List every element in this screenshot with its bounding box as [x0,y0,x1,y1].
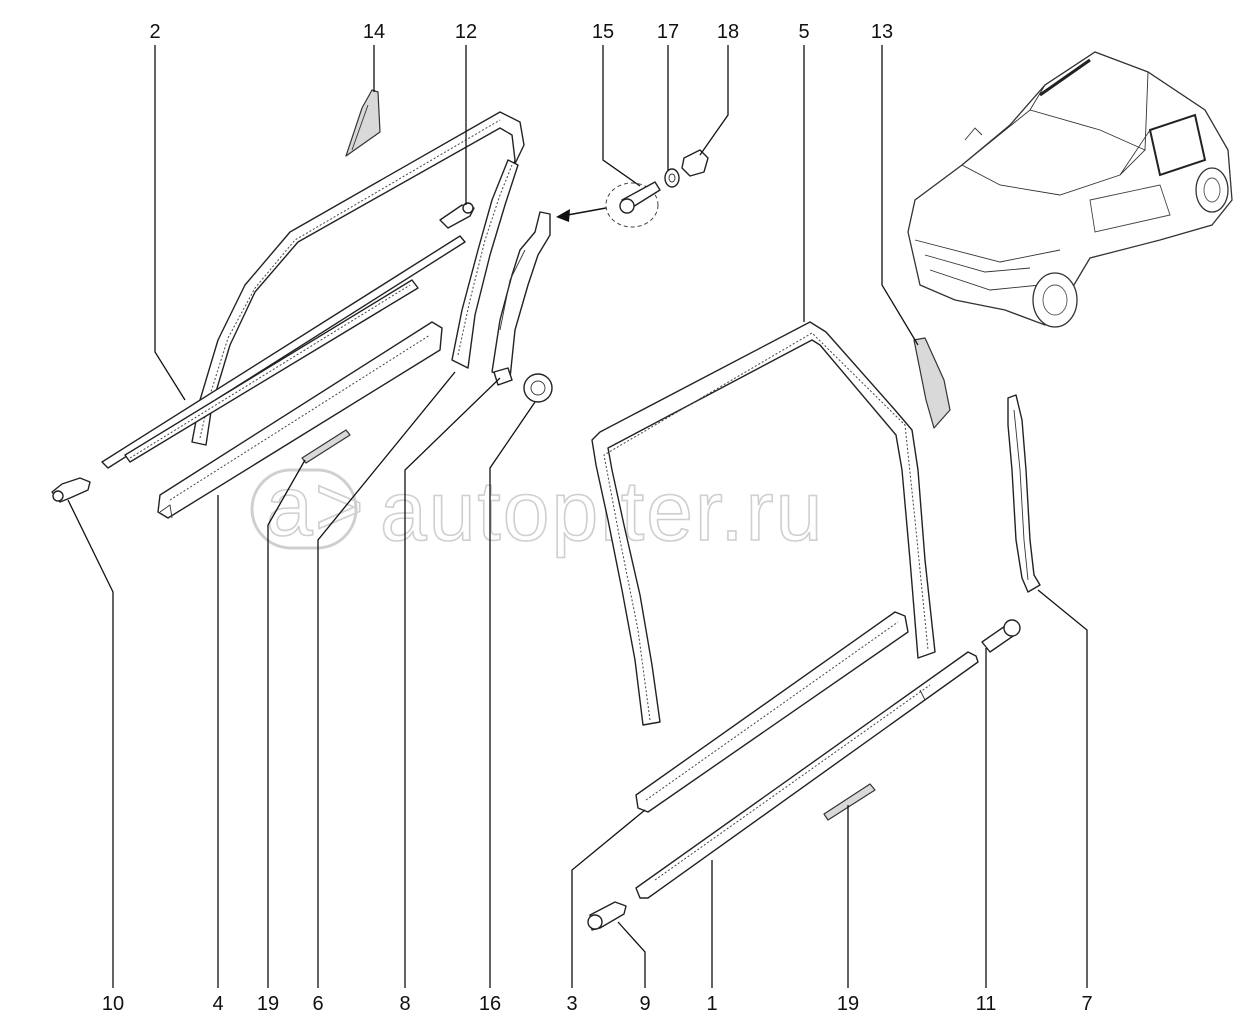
autopiter-logo-icon: a> [250,458,366,554]
callout-17: 17 [657,21,679,43]
part-14-corner-trim [345,89,381,157]
watermark-logo-glyph: a> [266,459,366,553]
part-13-rear-corner-trim [913,337,951,429]
car-outline-icon [907,51,1233,328]
part-3-rear-belt-moulding [635,611,909,813]
part-5-rear-frame-seal [591,321,936,726]
callout-2: 2 [149,21,160,43]
part-18-nut-clip [681,149,709,177]
callout-19-rear: 19 [837,993,859,1015]
callout-4: 4 [212,993,223,1015]
callout-9: 9 [639,993,650,1015]
part-16-pillar-trim [491,211,551,386]
part-7-rear-pillar-seal [1007,394,1041,593]
callout-5: 5 [798,21,809,43]
part-10-end-clip [51,477,91,503]
callout-10: 10 [102,993,124,1015]
callout-7: 7 [1081,993,1092,1015]
callouts-top: 2 14 12 15 17 18 5 13 [149,21,893,43]
part-12-clip [439,202,475,229]
callout-13: 13 [871,21,893,43]
part-19-strip-rear [823,783,876,821]
callout-8: 8 [399,993,410,1015]
callouts-bottom: 10 4 19 6 8 16 3 9 1 19 11 7 [102,993,1093,1015]
watermark: a> autopiter.ru [250,458,823,559]
callout-1: 1 [706,993,717,1015]
part-16-plug [523,373,553,403]
callout-6: 6 [312,993,323,1015]
part-17-washer [664,168,680,188]
callout-12: 12 [455,21,477,43]
part-8-pillar-seal [451,159,519,369]
callout-16: 16 [479,993,501,1015]
assembly-arrow-icon [556,207,607,222]
callout-19-front: 19 [257,993,279,1015]
part-11-clip [981,619,1021,653]
part-9-end-clip [587,901,627,931]
part-1-rear-outer-moulding [635,651,979,899]
part-15-screw [605,181,661,228]
callout-3: 3 [566,993,577,1015]
part-4-belt-moulding [157,321,443,519]
callout-11: 11 [976,993,997,1015]
callout-14: 14 [363,21,385,43]
leader-lines [67,45,1088,988]
callout-18: 18 [717,21,739,43]
callout-15: 15 [592,21,614,43]
part-inner-weatherstrip-front [101,235,466,469]
